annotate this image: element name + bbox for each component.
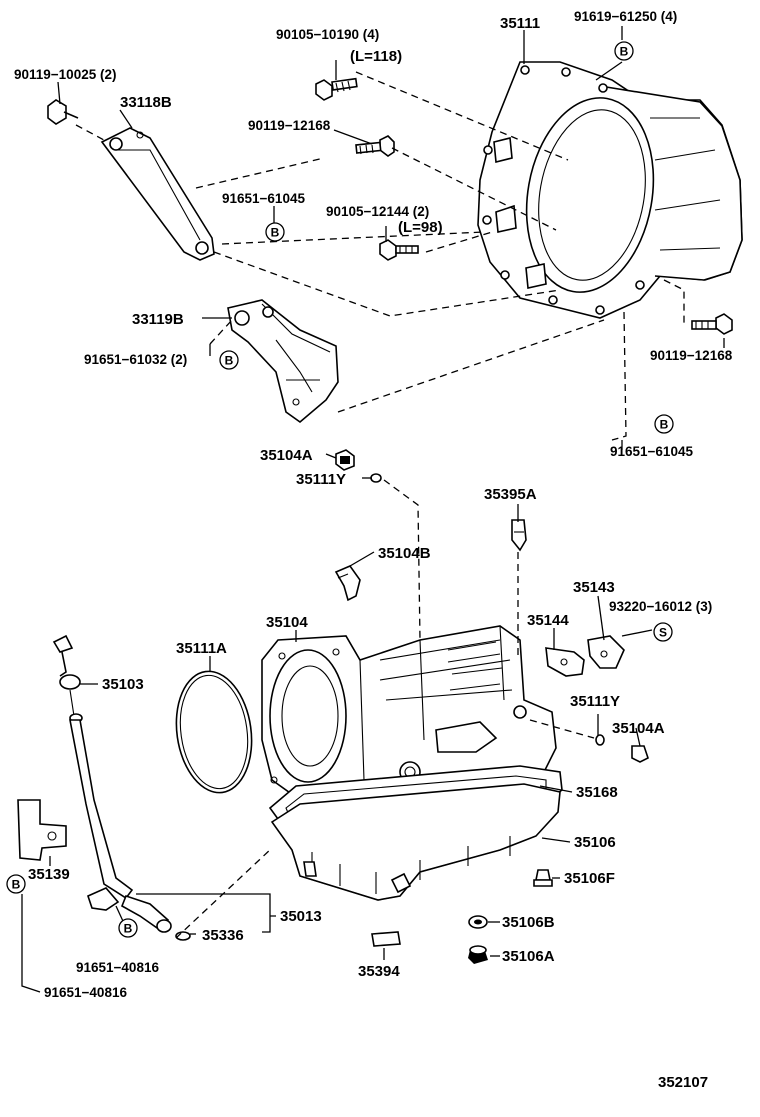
label-35144: 35144	[527, 612, 569, 629]
label-90105-12144-length: (L=98)	[398, 219, 443, 236]
bracket-35144	[545, 647, 585, 677]
svg-text:B: B	[124, 922, 133, 936]
svg-text:B: B	[620, 45, 629, 59]
label-35111Y-top: 35111Y	[296, 471, 346, 488]
o-ring-35111A	[175, 670, 253, 794]
label-91651-61032: 91651−61032 (2)	[84, 352, 187, 367]
diagram-code: 352107	[658, 1074, 708, 1091]
bolt-90119-10025	[47, 99, 79, 125]
svg-text:B: B	[660, 418, 669, 432]
svg-text:B: B	[271, 226, 280, 240]
callout-b-91651-40816: B	[118, 918, 138, 938]
label-35106B: 35106B	[502, 914, 555, 931]
label-35111Y-right: 35111Y	[570, 693, 620, 710]
label-35104A-right: 35104A	[612, 720, 665, 737]
o-ring-35111Y-top	[370, 473, 382, 483]
bracket-35139	[17, 799, 67, 861]
label-35168: 35168	[576, 784, 618, 801]
label-91651-61045-right: 91651−61045	[610, 444, 693, 459]
callout-b-91651-61032: B	[219, 350, 239, 370]
callout-b-top: B	[614, 41, 634, 61]
label-35013: 35013	[280, 908, 322, 925]
label-35336: 35336	[202, 927, 244, 944]
breather-35104A-top	[335, 449, 355, 471]
label-93220-16012: 93220−16012 (3)	[609, 599, 712, 614]
bracket-33119B	[227, 299, 339, 424]
svg-text:S: S	[659, 626, 667, 640]
dipstick-tube-35013	[69, 719, 172, 933]
label-35106F: 35106F	[564, 870, 615, 887]
label-33118B: 33118B	[120, 94, 172, 111]
label-90105-10190-length: (L=118)	[350, 48, 402, 65]
breather-35104B	[334, 565, 361, 602]
label-90119-12168-right: 90119−12168	[650, 348, 733, 363]
label-90119-10025: 90119−10025 (2)	[14, 67, 116, 82]
label-35104: 35104	[266, 614, 308, 631]
label-35106: 35106	[574, 834, 616, 851]
label-91619-61250: 91619−61250 (4)	[574, 9, 677, 24]
label-35395A: 35395A	[484, 486, 537, 503]
label-35103: 35103	[102, 676, 144, 693]
label-91651-40816-b: 91651−40816	[44, 985, 127, 1000]
callout-b-91651-61045-right: B	[654, 414, 674, 434]
bolt-90105-10190	[315, 77, 358, 101]
label-33119B: 33119B	[132, 311, 184, 328]
plug-35395A	[511, 519, 527, 552]
callout-b-35139: B	[6, 874, 26, 894]
part-labels: 90119−10025 (2) 33118B 90105−10190 (4) (…	[14, 9, 733, 1091]
label-35106A: 35106A	[502, 948, 555, 965]
label-35394: 35394	[358, 963, 400, 980]
breather-35104A-right	[631, 745, 649, 763]
callout-s-93220-16012: S	[653, 622, 673, 642]
label-91651-40816-a: 91651−40816	[76, 960, 159, 975]
callout-b-91651-61045-top: B	[265, 222, 285, 242]
label-91651-61045-top: 91651−61045	[222, 191, 305, 206]
label-35104A-top: 35104A	[260, 447, 313, 464]
label-35143: 35143	[573, 579, 615, 596]
label-90105-10190: 90105−10190 (4)	[276, 27, 379, 42]
bolt-90105-12144	[379, 239, 419, 261]
label-90105-12144: 90105−12144 (2)	[326, 204, 429, 219]
bracket-33118B	[100, 127, 215, 261]
label-35104B: 35104B	[378, 545, 431, 562]
label-90119-12168-top: 90119−12168	[248, 118, 331, 133]
svg-text:B: B	[12, 878, 21, 892]
leader-lines	[21, 26, 725, 993]
bolt-90119-12168-top	[355, 135, 395, 157]
o-ring-35111Y-right	[595, 734, 605, 746]
label-35111: 35111	[500, 15, 540, 32]
label-35111A: 35111A	[176, 640, 227, 657]
magnet-35394	[371, 931, 401, 947]
label-35139: 35139	[28, 866, 70, 883]
washer-35106B	[468, 915, 488, 929]
svg-text:B: B	[225, 354, 234, 368]
bolt-90119-12168-right	[691, 313, 733, 335]
plug-35106A	[468, 945, 488, 964]
oil-pan-35106	[270, 783, 561, 901]
transmission-housing-35111	[477, 61, 743, 319]
bracket-35143	[587, 635, 625, 669]
assembly-dashed-lines	[75, 71, 685, 939]
bolt-35106F	[533, 869, 553, 887]
